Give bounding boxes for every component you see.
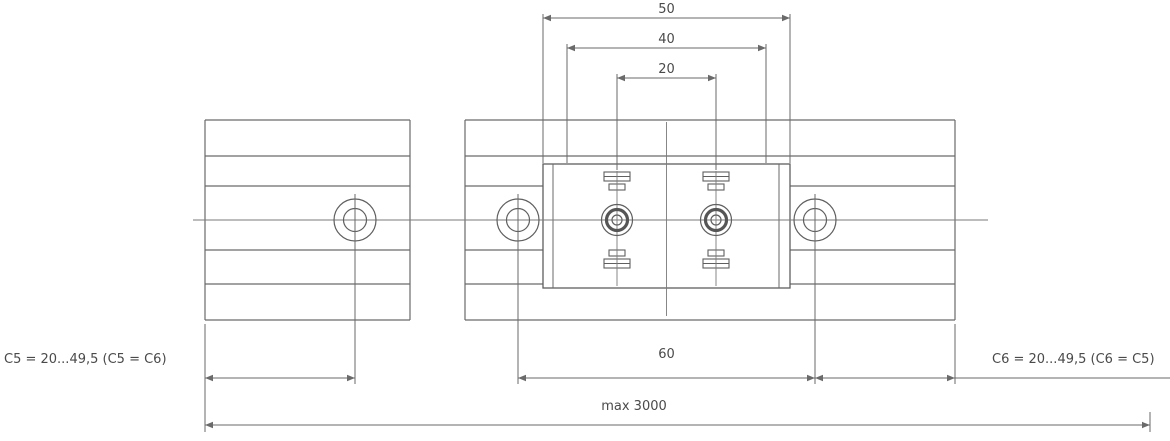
extension-lines [204,14,1151,432]
centerlines [193,122,988,316]
dim-label-c5: C5 = 20...49,5 (C5 = C6) [4,352,167,367]
carriage-hole-ring [703,207,729,233]
rail-left-segment [204,119,411,321]
dim-label-inner-width: 20 [658,62,675,77]
dim-label-c6: C6 = 20...49,5 (C6 = C5) [992,352,1155,367]
dimension-lines [205,14,1170,429]
carriage-hole-inner [710,214,722,226]
carriage-hole-inner [611,214,623,226]
carriage-hole-ring [604,207,630,233]
carriage-hole-outer [600,203,634,237]
carriage-holes [600,203,733,237]
dimension-labels: 50 40 20 60 max 3000 C5 = 20...49,5 (C5 … [4,2,1155,414]
dim-label-top-width: 50 [658,2,675,17]
carriage-hole-outer [699,203,733,237]
dim-label-mid-width: 40 [658,32,675,47]
dim-label-hole-pitch: 60 [658,347,675,362]
dim-label-max-length: max 3000 [601,399,667,414]
